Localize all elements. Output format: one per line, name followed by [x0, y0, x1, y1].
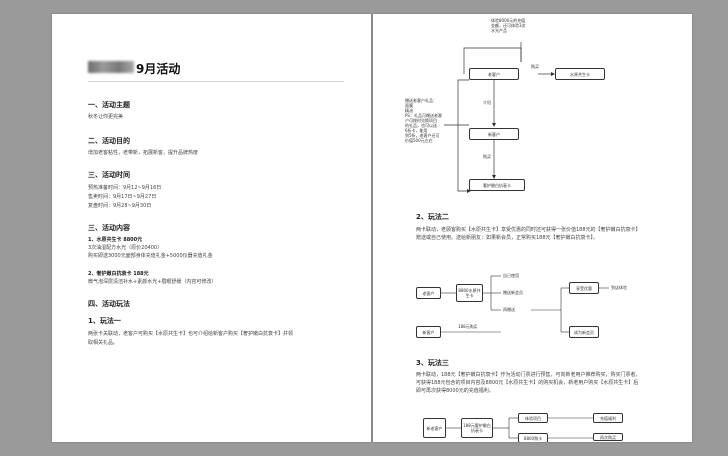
- item1-line: 购买即送3000元面部身体充值礼金+5000仪器充值礼金: [88, 253, 213, 259]
- fc3-r4: 再次购买: [593, 433, 623, 441]
- fc2-opt3: 再赠送: [503, 307, 515, 312]
- play2-heading: 2、玩法二: [416, 213, 449, 221]
- redacted-brand: [88, 61, 134, 73]
- fc1-buy-label: 购买: [531, 64, 539, 69]
- fc2-opt1: 自己使用: [503, 273, 519, 278]
- play2-text: 两卡联动，老顾客购买【水原共生卡】享受优惠的同时还可获得一张价值188元的【奢护…: [416, 227, 641, 241]
- fc2-res1: 享受优惠: [569, 282, 599, 294]
- play1-heading: 1、玩法一: [88, 317, 121, 325]
- fc1-new-customer: 新客户: [469, 128, 519, 140]
- time-line: 复盘时间：9月28~9月30日: [88, 203, 152, 209]
- fc2-buy: 188元购买: [458, 324, 478, 329]
- fc3-r1: 体验项目: [518, 413, 548, 423]
- item1-line: 3次油湿配方水光（原价20400）: [88, 245, 163, 251]
- fc3-mid: 188元奢护嫩白抗衰卡: [461, 418, 493, 438]
- section-heading-time: 三、活动时间: [88, 171, 130, 179]
- time-line: 预热准备时间：9月12~9月16日: [88, 185, 162, 191]
- section-text-purpose: 增加老客粘性，老带新，拓展新客，提升品牌热度: [88, 150, 199, 156]
- fc2-card: 8800水原共生卡: [456, 284, 483, 302]
- document-page-right: 体验8000元的充值 金额，还可体验3次 水光产品 老客户 购买 水原共生卡 介…: [373, 14, 692, 442]
- section-heading-content: 三、活动内容: [88, 224, 130, 232]
- fc1-beauty-card: 奢护嫩白抗衰卡: [469, 179, 525, 191]
- play1-line: 取相关礼品。: [88, 340, 119, 346]
- fc3-r3: 充值福利: [593, 413, 623, 423]
- fc3-r2: 8800购卡: [518, 433, 548, 442]
- fc1-gift-note: 赠送老客户礼品： 面膜 精油 PS：礼品可赠送老客 户可按时兑换项目 的礼品，也…: [405, 98, 442, 143]
- flowchart3-connectors: [446, 417, 593, 439]
- fc2-res3: 成为新会员: [569, 326, 599, 338]
- fc2-res2: 到店体验: [611, 285, 627, 290]
- page-title: 9月活动: [88, 60, 180, 77]
- section-heading-purpose: 二、活动目的: [88, 137, 130, 145]
- section-heading-theme: 一、活动主题: [88, 101, 130, 109]
- item2-line: 微气泡深层清洁补水+素颜水光+眉眼舒缓（内容可修改）: [88, 279, 217, 285]
- fc1-top-note: 体验8000元的充值 金额，还可体验3次 水光产品: [491, 18, 526, 33]
- fc2-opt2: 赠送新会员: [503, 290, 523, 295]
- document-page-left: 9月活动 一、活动主题 秋冬让你更完美 二、活动目的 增加老客粘性，老带新，拓展…: [52, 14, 371, 442]
- fc3-left: 新老客户: [423, 418, 446, 438]
- flowchart2-connectors: [441, 275, 609, 333]
- section-text-theme: 秋冬让你更完美: [88, 114, 124, 120]
- item2-title: 2、奢护嫩白抗衰卡 188元: [88, 271, 149, 277]
- page-title-text: 9月活动: [136, 62, 181, 76]
- fc1-buy-label-2: 购买: [483, 154, 491, 159]
- section-heading-gameplay: 四、活动玩法: [88, 300, 130, 308]
- fc1-card: 水原共生卡: [555, 68, 605, 80]
- fc2-new: 新客户: [416, 326, 441, 338]
- play1-line: 两张卡关联动，老客户可购买【水原共生卡】也可介绍给新客户购买【奢护嫩白抗衰卡】并…: [88, 331, 294, 337]
- fc1-intro-label: 介绍: [483, 100, 491, 105]
- time-line: 售卖时间：9月17日~9月27日: [88, 194, 157, 200]
- title-divider: [88, 81, 344, 82]
- play3-heading: 3、玩法三: [416, 359, 449, 367]
- fc2-old: 老客户: [416, 287, 441, 299]
- item1-title: 1、水原共生卡 8800元: [88, 237, 143, 243]
- fc1-old-customer: 老客户: [469, 68, 519, 80]
- flowchart-connectors: [444, 42, 555, 193]
- play3-text: 两卡联动，188元【奢护嫩白抗衰卡】作为活动门票进行预售，可向新老用户推荐购买，…: [416, 372, 641, 394]
